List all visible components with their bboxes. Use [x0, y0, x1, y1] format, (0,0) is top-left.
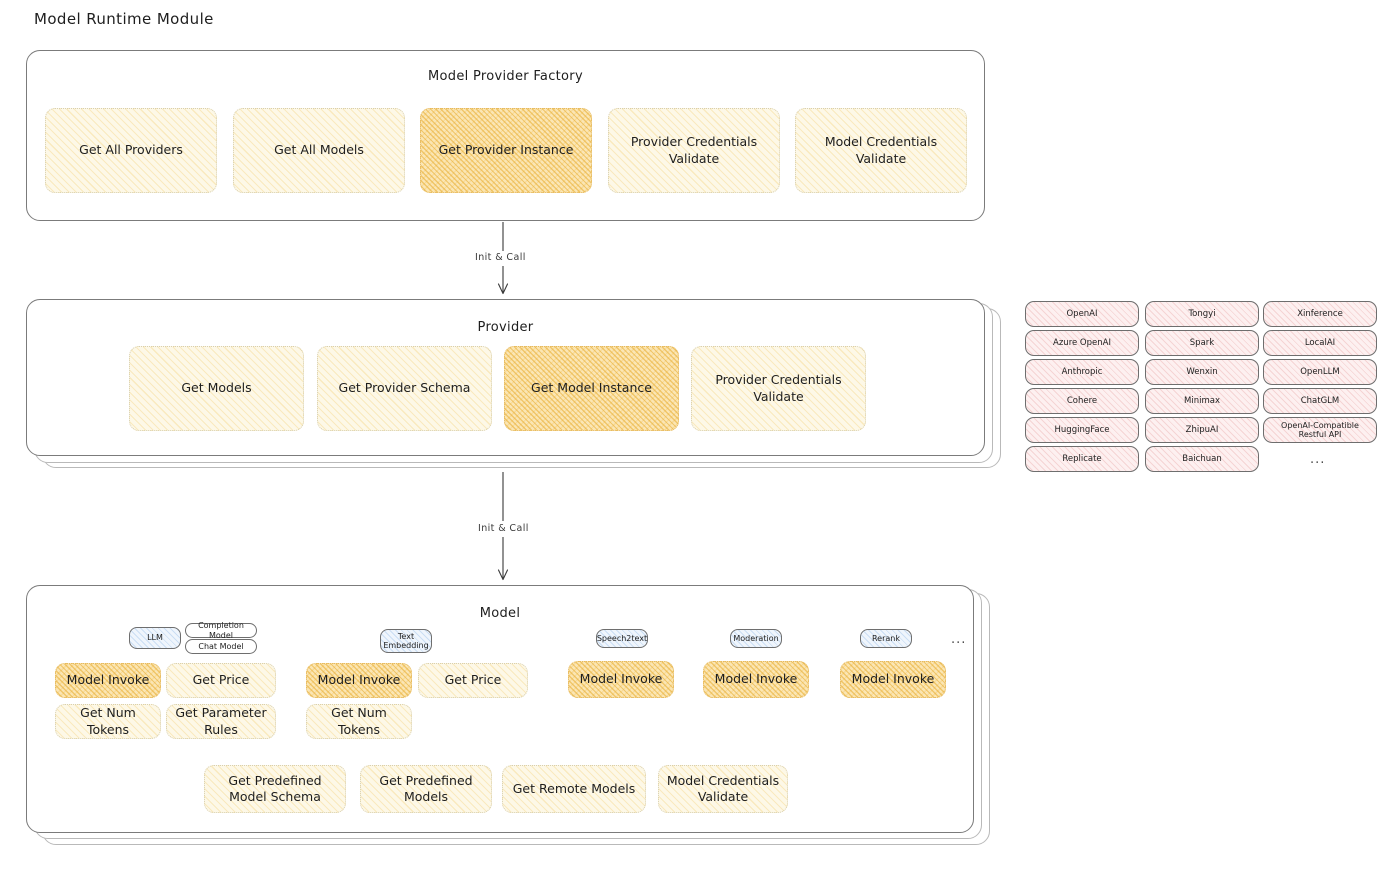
node-llm-get-price[interactable]: Get Price	[166, 663, 276, 698]
node-speech2text-model-invoke[interactable]: Model Invoke	[568, 661, 674, 698]
arrow-label-init-call-2: Init & Call	[475, 523, 532, 534]
model-sub-badge-completion-model[interactable]: Completion Model	[185, 621, 257, 640]
provider-chip-spark[interactable]: Spark	[1145, 330, 1259, 356]
provider-chip-openai-compatible-restful-api[interactable]: OpenAI-Compatible Restful API	[1263, 417, 1377, 443]
model-types-ellipsis: ...	[951, 632, 967, 647]
node-get-provider-schema[interactable]: Get Provider Schema	[317, 346, 492, 431]
node-model-credentials-validate-2[interactable]: Model Credentials Validate	[658, 765, 788, 813]
model-type-badge-speech2text[interactable]: Speech2text	[596, 629, 648, 648]
provider-chip-tongyi[interactable]: Tongyi	[1145, 301, 1259, 327]
node-get-all-providers[interactable]: Get All Providers	[45, 108, 217, 193]
provider-chip-anthropic[interactable]: Anthropic	[1025, 359, 1139, 385]
provider-chip-azure-openai[interactable]: Azure OpenAI	[1025, 330, 1139, 356]
provider-chip-openai[interactable]: OpenAI	[1025, 301, 1139, 327]
node-get-all-models[interactable]: Get All Models	[233, 108, 405, 193]
provider-chip-replicate[interactable]: Replicate	[1025, 446, 1139, 472]
page-title: Model Runtime Module	[34, 10, 214, 28]
provider-chip-huggingface[interactable]: HuggingFace	[1025, 417, 1139, 443]
node-get-predefined-model-schema[interactable]: Get Predefined Model Schema	[204, 765, 346, 813]
node-get-provider-instance[interactable]: Get Provider Instance	[420, 108, 592, 193]
node-get-model-instance[interactable]: Get Model Instance	[504, 346, 679, 431]
node-text-embedding-get-num-tokens[interactable]: Get Num Tokens	[306, 704, 412, 739]
provider-chip-xinference[interactable]: Xinference	[1263, 301, 1377, 327]
provider-chip-zhipuai[interactable]: ZhipuAI	[1145, 417, 1259, 443]
provider-chip-openllm[interactable]: OpenLLM	[1263, 359, 1377, 385]
provider-chip-cohere[interactable]: Cohere	[1025, 388, 1139, 414]
provider-list-ellipsis: ...	[1310, 452, 1326, 467]
node-text-embedding-model-invoke[interactable]: Model Invoke	[306, 663, 412, 698]
node-rerank-model-invoke[interactable]: Model Invoke	[840, 661, 946, 698]
model-title: Model	[479, 606, 521, 621]
node-model-credentials-validate[interactable]: Model Credentials Validate	[795, 108, 967, 193]
node-llm-get-num-tokens[interactable]: Get Num Tokens	[55, 704, 161, 739]
provider-chip-chatglm[interactable]: ChatGLM	[1263, 388, 1377, 414]
node-get-predefined-models[interactable]: Get Predefined Models	[360, 765, 492, 813]
provider-chip-wenxin[interactable]: Wenxin	[1145, 359, 1259, 385]
node-get-models[interactable]: Get Models	[129, 346, 304, 431]
node-text-embedding-get-price[interactable]: Get Price	[418, 663, 528, 698]
model-type-badge-text-embedding[interactable]: Text Embedding	[380, 629, 432, 653]
arrow-label-init-call-1: Init & Call	[472, 252, 529, 263]
node-provider-credentials-validate-2[interactable]: Provider Credentials Validate	[691, 346, 866, 431]
model-sub-badge-chat-model[interactable]: Chat Model	[185, 639, 257, 654]
node-get-remote-models[interactable]: Get Remote Models	[502, 765, 646, 813]
node-llm-get-parameter-rules[interactable]: Get Parameter Rules	[166, 704, 276, 739]
model-type-badge-moderation[interactable]: Moderation	[730, 629, 782, 648]
model-type-badge-llm[interactable]: LLM	[129, 627, 181, 649]
model-provider-factory-title: Model Provider Factory	[428, 69, 583, 84]
node-moderation-model-invoke[interactable]: Model Invoke	[703, 661, 809, 698]
node-provider-credentials-validate[interactable]: Provider Credentials Validate	[608, 108, 780, 193]
provider-chip-localai[interactable]: LocalAI	[1263, 330, 1377, 356]
provider-title: Provider	[477, 320, 534, 335]
provider-chip-baichuan[interactable]: Baichuan	[1145, 446, 1259, 472]
node-llm-model-invoke[interactable]: Model Invoke	[55, 663, 161, 698]
provider-chip-minimax[interactable]: Minimax	[1145, 388, 1259, 414]
model-type-badge-rerank[interactable]: Rerank	[860, 629, 912, 648]
